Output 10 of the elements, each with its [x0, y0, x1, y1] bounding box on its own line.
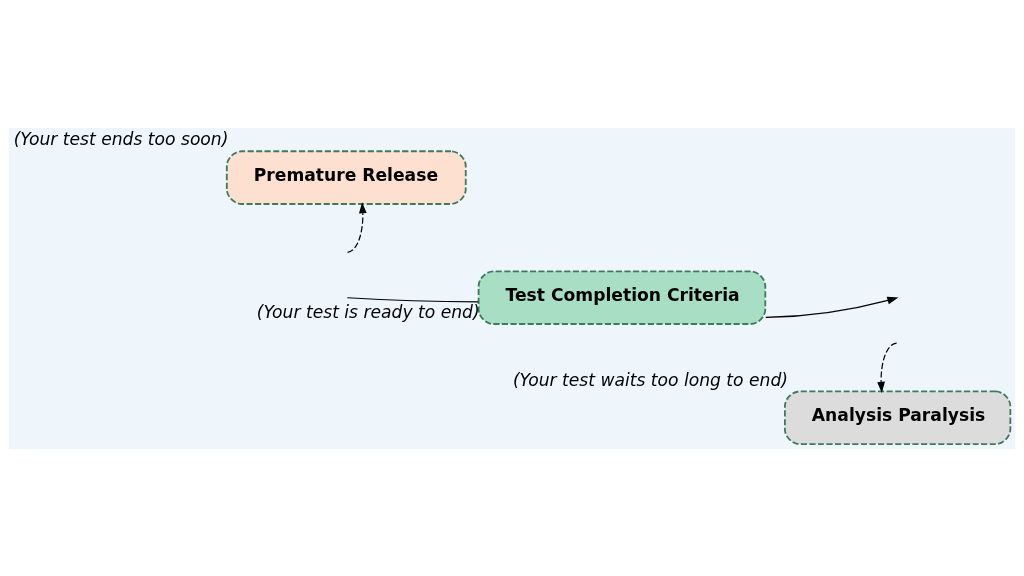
arrow — [877, 341, 898, 393]
arrow — [346, 201, 367, 253]
node-label: (Your test is ready to end) — [256, 301, 480, 322]
node-box: Analysis Paralysis — [784, 390, 1012, 445]
node-box: Test Completion Criteria — [477, 269, 767, 325]
connector — [346, 296, 479, 302]
arrow — [765, 296, 899, 318]
node-label: (Your test waits too long to end) — [512, 369, 789, 390]
node-label: (Your test ends too soon) — [13, 128, 229, 149]
node-box: Premature Release — [225, 149, 467, 205]
